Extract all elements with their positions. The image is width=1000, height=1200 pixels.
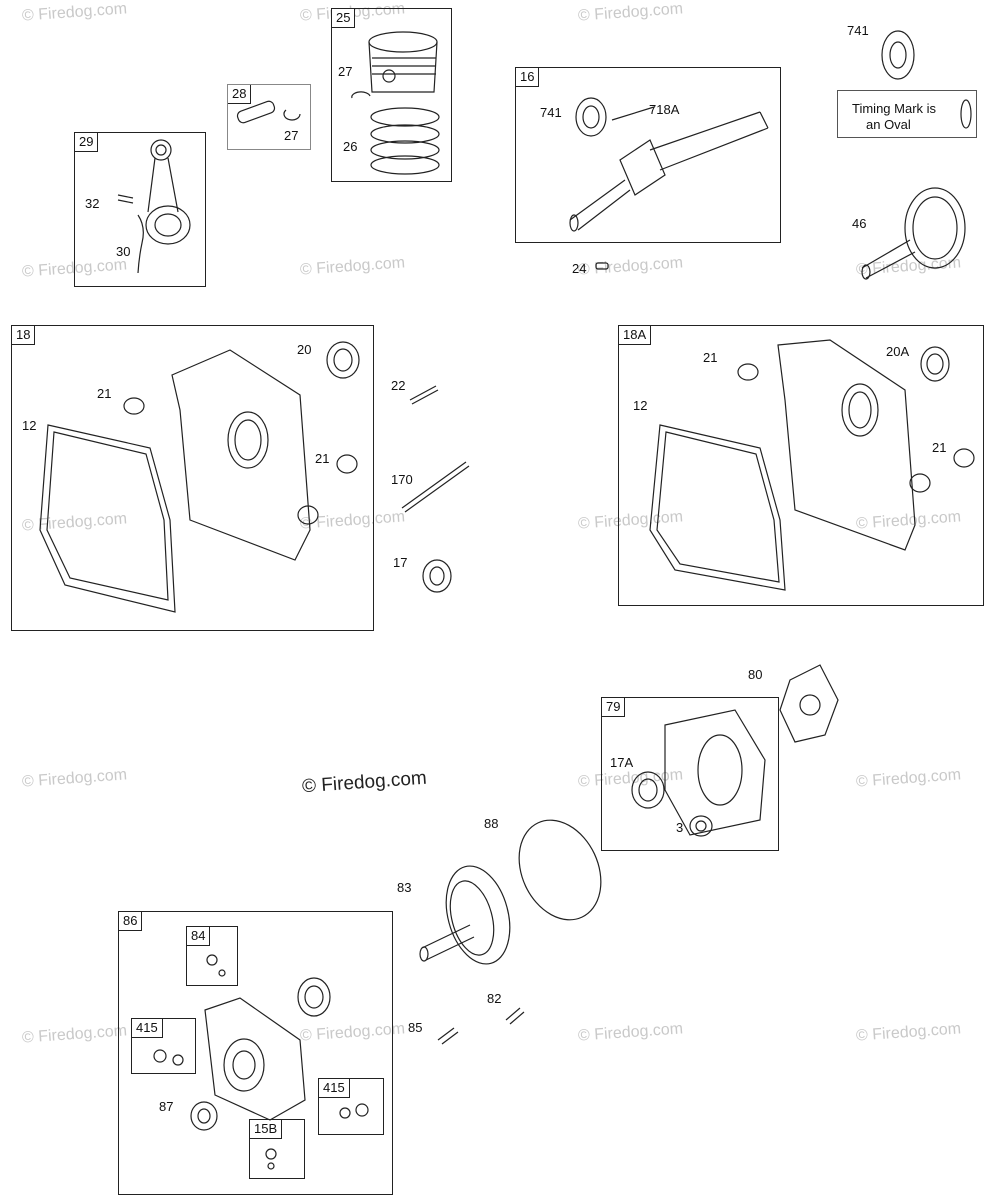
group-box-18a: 18A [618, 325, 984, 606]
part-label-170: 170 [391, 472, 413, 487]
o-ring-88-drawing [518, 819, 602, 921]
part-label-80: 80 [748, 667, 763, 682]
group-tag-29: 29 [75, 133, 99, 152]
part-label-24: 24 [572, 261, 587, 276]
group-tag-415-left: 415 [132, 1019, 163, 1038]
part-label-22: 22 [391, 378, 406, 393]
part-label-3: 3 [676, 820, 684, 835]
group-box-29: 29 [74, 132, 206, 287]
group-box-15b: 15B [249, 1119, 305, 1179]
part-label-17: 17 [393, 555, 408, 570]
key-drawing [595, 262, 609, 270]
bolt-82-drawing [505, 1007, 525, 1025]
part-label-85: 85 [408, 1020, 423, 1035]
housing-86-drawing [153, 954, 369, 1170]
part-label-27-piston: 27 [338, 64, 353, 79]
group-box-79: 79 [601, 697, 779, 851]
drum-83-drawing [419, 865, 511, 965]
part-label-21-left: 21 [97, 386, 112, 401]
group-tag-18a: 18A [619, 326, 652, 345]
group-box-415-right: 415 [318, 1078, 384, 1135]
part-label-20a: 20A [886, 344, 910, 359]
connecting-rod-drawing [117, 139, 191, 274]
part-label-21-18a-right: 21 [932, 440, 947, 455]
group-box-25: 25 [331, 8, 452, 182]
crankshaft-drawing [569, 97, 769, 232]
group-tag-79: 79 [602, 698, 626, 717]
stud-170-drawing [401, 461, 470, 513]
group-tag-84: 84 [187, 927, 211, 946]
part-label-26: 26 [343, 139, 358, 154]
part-label-27-clip: 27 [284, 128, 299, 143]
group-tag-18: 18 [12, 326, 36, 345]
part-label-88: 88 [484, 816, 499, 831]
timing-gear-drawing [881, 30, 972, 129]
piston-drawing [351, 31, 440, 175]
part-label-12-left: 12 [22, 418, 37, 433]
bolt-22-drawing [409, 385, 439, 405]
group-box-18: 18 [11, 325, 374, 631]
timing-note-line1: Timing Mark is [852, 101, 937, 116]
group-box-84: 84 [186, 926, 238, 986]
housing-79-drawing [631, 709, 766, 837]
part-label-83: 83 [397, 880, 412, 895]
part-label-20: 20 [297, 342, 312, 357]
crankcase-cover-18a-drawing [649, 339, 975, 591]
group-box-16: 16 [515, 67, 781, 243]
part-label-87: 87 [159, 1099, 174, 1114]
group-box-28: 28 [227, 84, 311, 150]
timing-mark-note: Timing Mark is an Oval [837, 90, 977, 138]
part-label-741-crank: 741 [540, 105, 562, 120]
group-box-86: 86 [118, 911, 393, 1195]
part-label-741-gear: 741 [847, 23, 869, 38]
crankcase-cover-drawing [39, 341, 360, 613]
group-tag-28: 28 [228, 85, 252, 104]
part-label-82: 82 [487, 991, 502, 1006]
group-box-415-left: 415 [131, 1018, 196, 1074]
part-label-32: 32 [85, 196, 100, 211]
part-label-21-right: 21 [315, 451, 330, 466]
piston-pin-drawing [236, 100, 301, 124]
bolt-85-drawing [437, 1027, 459, 1045]
part-label-21-18a-top: 21 [703, 350, 718, 365]
group-tag-16: 16 [516, 68, 540, 87]
seal-17-drawing [422, 559, 452, 593]
group-tag-15b: 15B [250, 1120, 283, 1139]
camshaft-drawing [861, 187, 966, 280]
part-label-17a: 17A [610, 755, 634, 770]
part-label-46: 46 [852, 216, 867, 231]
part-label-718a: 718A [649, 102, 680, 117]
gasket-80-drawing [779, 664, 839, 743]
group-tag-86: 86 [119, 912, 143, 931]
group-tag-415-right: 415 [319, 1079, 350, 1098]
timing-note-line2: an Oval [866, 117, 911, 132]
part-label-30: 30 [116, 244, 131, 259]
part-label-12-right: 12 [633, 398, 648, 413]
group-tag-25: 25 [332, 9, 356, 28]
